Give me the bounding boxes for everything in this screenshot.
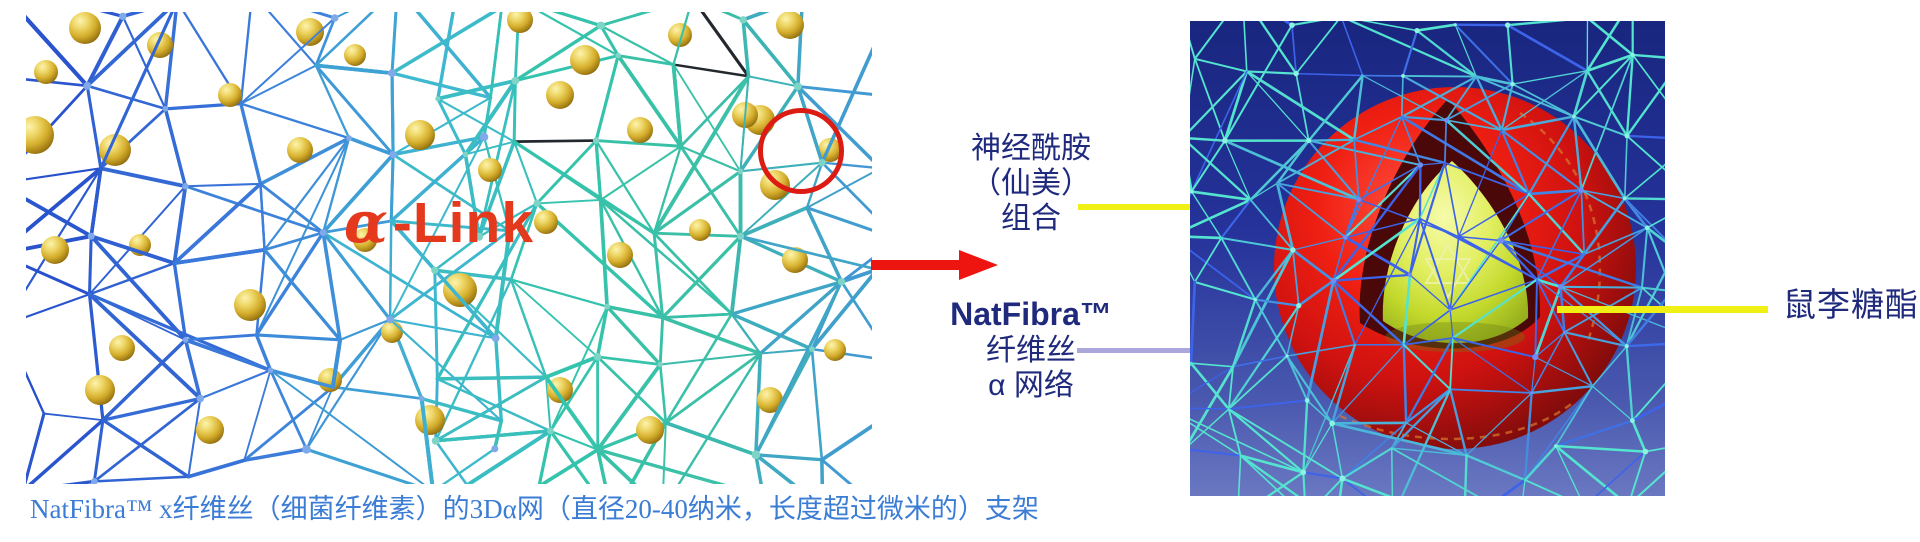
natfibra-label-line2: 纤维丝 xyxy=(986,334,1076,367)
hexagram-icon xyxy=(1424,243,1472,299)
natfibra-label: NatFibra™ 纤维丝 α 网络 xyxy=(938,296,1124,403)
rhamnolipid-connector-line xyxy=(1557,306,1768,313)
natfibra-label-line3: α 网络 xyxy=(988,369,1074,402)
natfibra-connector-line xyxy=(1077,348,1240,353)
ceramide-label-line2: （仙美） xyxy=(971,167,1091,200)
alpha-symbol: α xyxy=(344,189,389,256)
meridian-arcs xyxy=(1339,111,1602,441)
highlight-circle xyxy=(758,108,844,194)
scaffold-mesh-svg xyxy=(26,12,872,484)
micelle-figure-svg xyxy=(1190,21,1665,496)
ceramide-label: 神经酰胺 （仙美） 组合 xyxy=(946,131,1116,236)
alpha-link-suffix: -Link xyxy=(392,191,535,255)
natfibra-label-line1: NatFibra™ xyxy=(950,296,1112,332)
scaffold-mesh-figure xyxy=(26,12,872,484)
ceramide-label-line3: 组合 xyxy=(1001,202,1061,235)
rhamnolipid-label: 鼠李糖酯 xyxy=(1783,286,1919,323)
figure-caption: NatFibra™ x纤维丝（细菌纤维素）的3Dα网（直径20-40纳米，长度超… xyxy=(30,494,1039,524)
alpha-link-label: α-Link xyxy=(344,189,535,256)
transition-arrow-icon xyxy=(871,249,999,281)
ceramide-label-line1: 神经酰胺 xyxy=(971,132,1091,165)
micelle-figure xyxy=(1190,21,1665,496)
